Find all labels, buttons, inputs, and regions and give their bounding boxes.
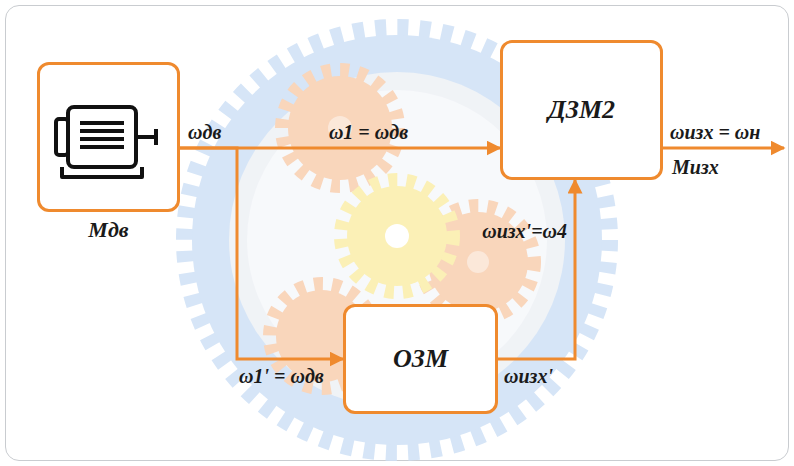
process-box: ОЗМ [343, 304, 498, 414]
box-title: ДЗМ2 [548, 95, 615, 125]
signal-label: ωизх'=ω4 [482, 220, 567, 243]
box-title: ОЗМ [393, 344, 448, 374]
signal-label: Mизх [672, 156, 719, 179]
signal-label: ω1' = ωдв [239, 365, 324, 388]
process-box: ДЗМ2 [500, 40, 663, 180]
signal-label: ω1 = ωдв [329, 121, 408, 144]
motor-torque-label: Mдв [88, 217, 128, 243]
signal-label: ωизх' [504, 365, 553, 388]
motor-icon [40, 65, 177, 209]
connector-arrow [180, 148, 343, 359]
signal-label: ωдв [188, 121, 221, 144]
motor-box: Mдв [37, 62, 180, 212]
signal-label: ωизх = ωн [670, 121, 760, 144]
connector-arrow [498, 180, 575, 359]
